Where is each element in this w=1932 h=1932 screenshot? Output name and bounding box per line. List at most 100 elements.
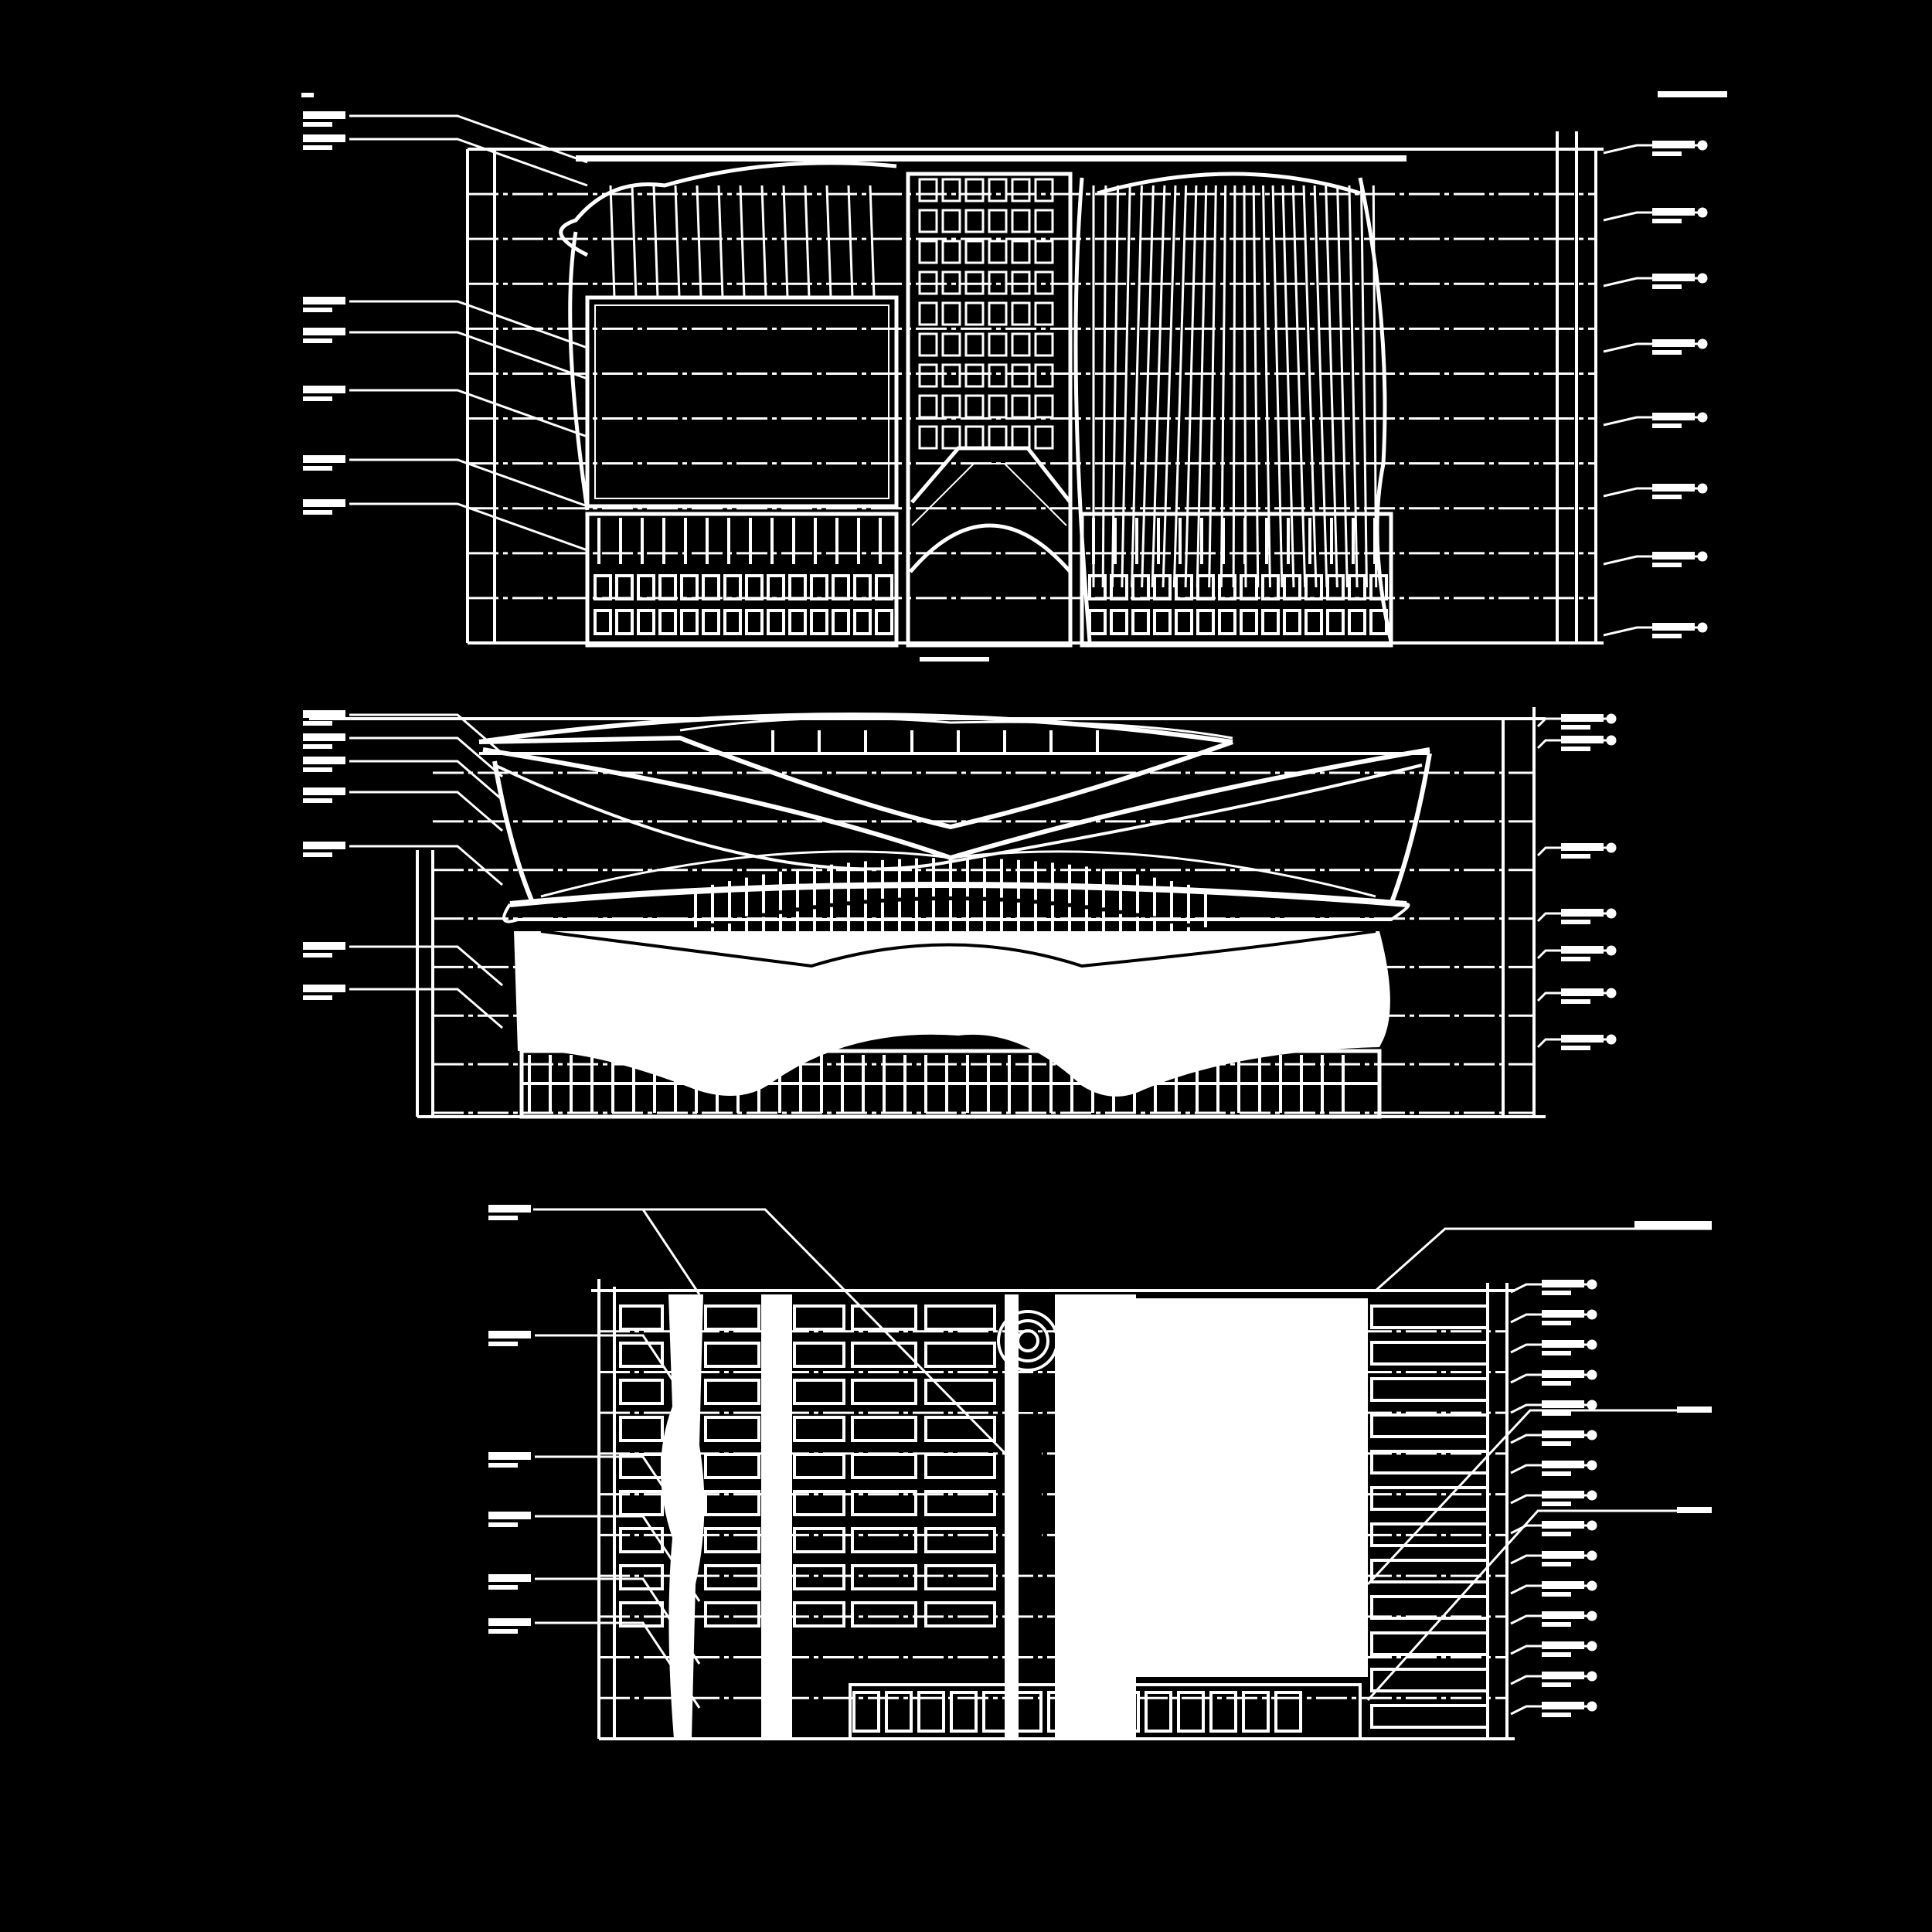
elevation-2-mass-edge (540, 930, 1376, 968)
core-window (988, 394, 1008, 419)
podium-window (723, 574, 742, 600)
core-window (1034, 425, 1054, 450)
callout-sublabel (1542, 1291, 1571, 1295)
core-window (988, 301, 1008, 326)
callout-leader (349, 760, 503, 801)
callout-leader (1510, 1584, 1588, 1595)
podium-window (875, 574, 893, 600)
callout-leader (1536, 739, 1607, 750)
curtain-wall-mullion (739, 185, 746, 298)
tower-window (619, 1527, 664, 1553)
right-floor-band (1370, 1559, 1489, 1583)
core-window (988, 425, 1008, 450)
elevation-1-left-block (559, 161, 899, 511)
callout-sublabel (1652, 495, 1682, 499)
core-window (964, 270, 985, 295)
level-marker (1606, 842, 1617, 853)
tower-window (619, 1304, 664, 1331)
callout-sublabel (303, 308, 332, 312)
tower-window (924, 1564, 996, 1590)
callout-leader (1510, 1494, 1588, 1505)
core-window (1011, 363, 1031, 388)
core-window (918, 240, 938, 264)
callout-leader (1510, 1283, 1588, 1294)
callout-leader (1366, 1409, 1712, 1586)
podium-window (832, 609, 850, 635)
callout-label (488, 1452, 531, 1460)
tower-window (924, 1342, 996, 1368)
wave-facade-fin (1172, 185, 1188, 588)
callout-leader (1510, 1464, 1588, 1475)
callout-sublabel (1542, 1441, 1571, 1446)
base-window (1047, 1691, 1075, 1733)
callout-sublabel (1542, 1652, 1571, 1657)
core-window (918, 394, 938, 419)
callout-leader (1603, 555, 1699, 566)
core-window (1011, 240, 1031, 264)
wave-facade-fin (1262, 185, 1271, 588)
core-window (1011, 301, 1031, 326)
tower-window (704, 1490, 760, 1516)
tower-window (704, 1304, 760, 1331)
callout-sublabel (1542, 1682, 1571, 1687)
callout-leader (349, 458, 588, 508)
callout-label (303, 455, 345, 463)
core-window (941, 363, 961, 388)
callout-leader (1603, 144, 1699, 155)
callout-label (488, 1331, 531, 1338)
callout-label (303, 787, 345, 795)
callout-leader (1510, 1675, 1588, 1685)
core-window (1011, 394, 1031, 419)
wave-facade-fin (1325, 185, 1338, 588)
level-marker (1606, 713, 1617, 724)
podium-window (767, 574, 785, 600)
callout-leader (1536, 846, 1607, 857)
callout-leader (1536, 912, 1607, 923)
callout-sublabel (303, 122, 332, 127)
callout-sublabel (488, 1629, 518, 1634)
core-window (941, 332, 961, 357)
tower-window (704, 1453, 760, 1479)
podium-window (1240, 609, 1258, 635)
callout-sublabel (1652, 284, 1682, 289)
tower-window (793, 1564, 845, 1590)
wave-facade-fin (1184, 185, 1198, 588)
base-window (852, 1691, 880, 1733)
core-window (918, 270, 938, 295)
tower-window (704, 1342, 760, 1368)
core-window (1034, 332, 1054, 357)
tower-window (924, 1416, 996, 1442)
core-window (1034, 301, 1054, 326)
callout-leader (1510, 1313, 1588, 1324)
podium-window (1175, 574, 1193, 600)
curtain-wall-mullion (760, 185, 767, 298)
podium-window (1110, 609, 1128, 635)
elevation-2-callouts-right (1536, 713, 1617, 1050)
callout-sublabel (303, 995, 332, 1000)
callout-sublabel (1561, 854, 1590, 859)
callout-sublabel (1652, 634, 1682, 638)
callout-sublabel (303, 953, 332, 957)
level-marker (1587, 1641, 1597, 1651)
right-floor-band (1370, 1304, 1489, 1329)
callout-leader (349, 736, 503, 778)
core-window (964, 425, 985, 450)
level-marker (1697, 483, 1708, 494)
base-window (1080, 1691, 1107, 1733)
callout-sublabel (488, 1216, 518, 1220)
callout-sublabel (1542, 1381, 1571, 1386)
podium-window (1304, 609, 1323, 635)
core-window (1034, 240, 1054, 264)
tower-window (924, 1601, 996, 1628)
callout-label (488, 1618, 531, 1626)
podium-window (1326, 574, 1345, 600)
core-window (1011, 332, 1031, 357)
tower-window (851, 1342, 917, 1368)
callout-sublabel (1561, 747, 1590, 751)
podium-window (615, 609, 634, 635)
callout-leader (535, 1455, 701, 1543)
podium-window (1131, 574, 1150, 600)
podium-window (853, 609, 872, 635)
podium-window (1261, 609, 1280, 635)
podium-window (1175, 609, 1193, 635)
